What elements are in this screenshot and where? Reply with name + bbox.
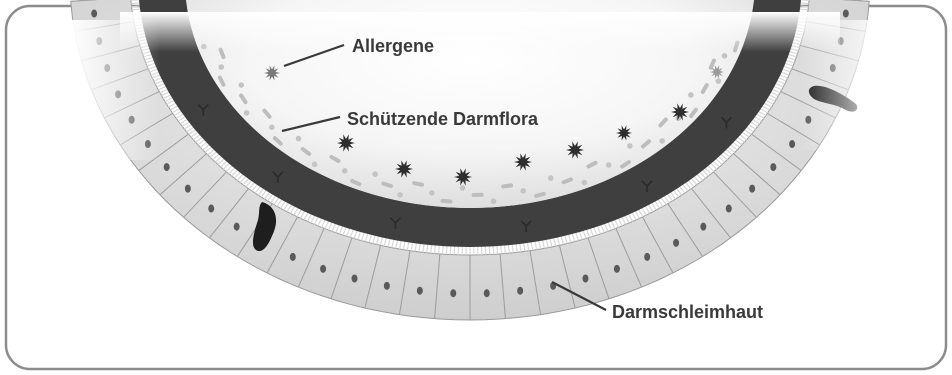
bacterium-coccus <box>372 171 378 177</box>
bacterium-coccus <box>397 192 403 198</box>
bacterium-coccus <box>520 188 526 194</box>
bacterium-coccus <box>342 168 348 174</box>
bacterium-coccus <box>582 180 588 186</box>
bacterium-coccus <box>269 124 275 130</box>
cell-nucleus <box>614 265 620 273</box>
bacterium-coccus <box>460 185 466 191</box>
cell-nucleus <box>352 275 358 283</box>
cell-nucleus <box>384 282 390 290</box>
bacterium-coccus <box>659 138 665 144</box>
cell-nucleus <box>417 287 423 295</box>
cell-nucleus <box>673 239 679 247</box>
bacterium-coccus <box>429 190 435 196</box>
cell-nucleus <box>517 287 523 295</box>
cell-nucleus <box>320 265 326 273</box>
cell-nucleus <box>164 163 170 171</box>
cell-nucleus <box>644 253 650 261</box>
cell-nucleus <box>770 163 776 171</box>
mucosa-label: Darmschleimhaut <box>612 302 763 322</box>
cell-nucleus <box>749 185 755 193</box>
bacterium-coccus <box>722 53 728 59</box>
bacterium-coccus <box>548 175 554 181</box>
cell-nucleus <box>582 275 588 283</box>
cell-nucleus <box>450 289 456 297</box>
bacterium-coccus <box>238 82 244 88</box>
cell-nucleus <box>726 205 732 213</box>
flora-label: Schützende Darmflora <box>347 109 539 129</box>
cell-nucleus <box>234 223 240 231</box>
allergens-label: Allergene <box>352 36 434 56</box>
cell-nucleus <box>700 223 706 231</box>
cell-nucleus <box>185 185 191 193</box>
bacterium-coccus <box>312 162 318 168</box>
bacterium-coccus <box>716 78 722 84</box>
bacterium-coccus <box>296 136 302 142</box>
cell-nucleus <box>843 10 849 18</box>
bacterium-rod <box>472 193 484 197</box>
cell-nucleus <box>789 140 795 148</box>
bacterium-coccus <box>218 64 224 70</box>
bacterium-coccus <box>244 110 250 116</box>
bacterium-coccus <box>606 162 612 168</box>
bacterium-coccus <box>627 143 633 149</box>
cell-nucleus <box>484 289 490 297</box>
cell-nucleus <box>290 253 296 261</box>
cell-nucleus <box>208 205 214 213</box>
cell-nucleus <box>91 10 97 18</box>
bacterium-coccus <box>688 92 694 98</box>
bacterium-coccus <box>491 198 497 204</box>
